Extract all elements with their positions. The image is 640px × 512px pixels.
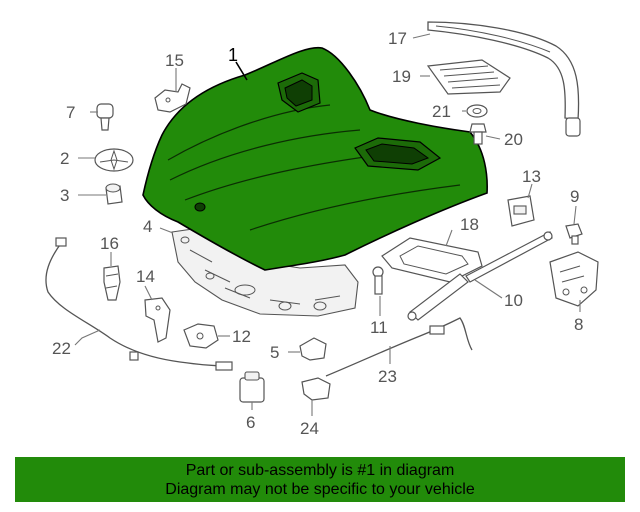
callout-17[interactable]: 17 <box>388 29 407 48</box>
callout-1[interactable]: 1 <box>228 45 238 65</box>
clip-part-16[interactable] <box>103 265 121 301</box>
callout-9[interactable]: 9 <box>570 187 579 206</box>
callout-21[interactable]: 21 <box>432 102 451 121</box>
clip-plate-part-12[interactable] <box>183 323 219 349</box>
hood-insulator-part-4[interactable] <box>171 227 359 317</box>
exploded-parts-diagram: 1 2 3 4 5 6 7 8 9 10 11 12 13 14 15 16 1… <box>45 21 599 438</box>
callout-13[interactable]: 13 <box>522 167 541 186</box>
info-banner: Part or sub-assembly is #1 in diagram Di… <box>15 457 625 502</box>
callout-leader-lines <box>74 33 581 416</box>
callout-14[interactable]: 14 <box>136 267 155 286</box>
pin-part-11[interactable] <box>372 266 384 295</box>
callout-22[interactable]: 22 <box>52 339 71 358</box>
callout-numbers: 1 2 3 4 5 6 7 8 9 10 11 12 13 14 15 16 1… <box>52 29 583 438</box>
callout-15[interactable]: 15 <box>165 51 184 70</box>
callout-4[interactable]: 4 <box>143 217 152 236</box>
bracket-part-15[interactable] <box>154 83 191 113</box>
callout-2[interactable]: 2 <box>60 149 69 168</box>
callout-7[interactable]: 7 <box>66 103 75 122</box>
callout-10[interactable]: 10 <box>504 291 523 310</box>
callout-8[interactable]: 8 <box>574 315 583 334</box>
hood-seal-part-17[interactable] <box>427 21 581 137</box>
callout-18[interactable]: 18 <box>460 215 479 234</box>
callout-6[interactable]: 6 <box>246 413 255 432</box>
release-cable-part-23[interactable] <box>325 317 473 377</box>
gas-strut-part-10[interactable] <box>407 231 553 321</box>
callout-5[interactable]: 5 <box>270 343 279 362</box>
latch-plate-part-18[interactable] <box>381 237 483 283</box>
bolt-part-9[interactable] <box>565 223 583 245</box>
callout-19[interactable]: 19 <box>392 67 411 86</box>
hinge-part-8[interactable] <box>549 251 599 307</box>
callout-11[interactable]: 11 <box>370 318 388 337</box>
grommet-part-3[interactable] <box>105 183 123 205</box>
release-cable-part-22[interactable] <box>45 237 233 371</box>
washer-part-21[interactable] <box>466 104 488 118</box>
callout-20[interactable]: 20 <box>504 130 523 149</box>
clip-part-24[interactable] <box>301 377 331 401</box>
callout-12[interactable]: 12 <box>232 327 251 346</box>
callout-24[interactable]: 24 <box>300 419 319 438</box>
bumper-stop-part-7[interactable] <box>96 103 114 131</box>
callout-16[interactable]: 16 <box>100 234 119 253</box>
bumper-part-6[interactable] <box>239 371 265 403</box>
lock-bracket-part-14[interactable] <box>144 297 171 343</box>
bracket-part-13[interactable] <box>507 195 535 227</box>
emblem-part-2[interactable] <box>94 148 134 172</box>
clip-part-5[interactable] <box>299 337 327 361</box>
vent-grille-part-19[interactable] <box>426 59 511 95</box>
callout-23[interactable]: 23 <box>378 367 397 386</box>
callout-3[interactable]: 3 <box>60 186 69 205</box>
bolt-part-20[interactable] <box>469 123 487 145</box>
banner-line-assembly-note: Part or sub-assembly is #1 in diagram <box>185 461 455 479</box>
banner-line-vehicle-disclaimer: Diagram may not be specific to your vehi… <box>165 480 475 498</box>
hood-part-1[interactable] <box>142 46 488 271</box>
